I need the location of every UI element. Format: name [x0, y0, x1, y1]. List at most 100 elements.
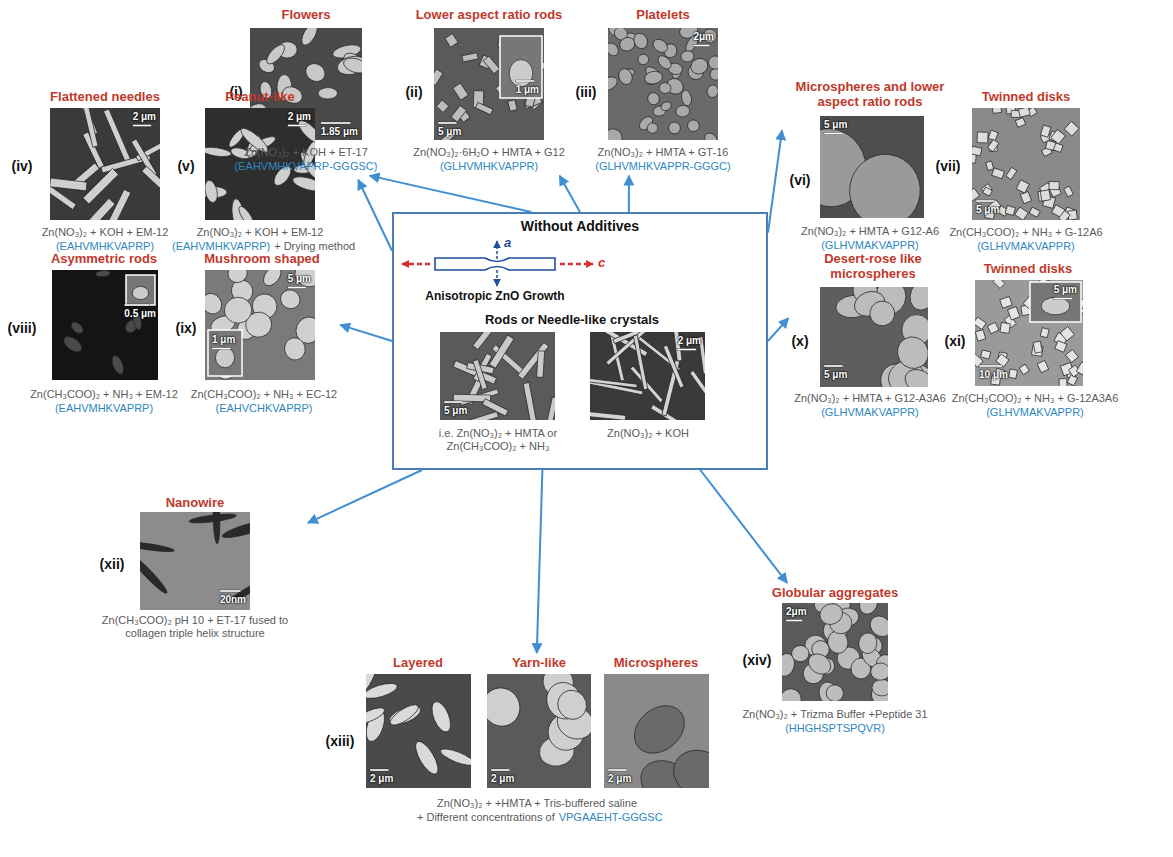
recipe-caption: Zn(NO₃)₂ + Trizma Buffer +Peptide 31 [742, 708, 927, 721]
crystal [977, 132, 988, 143]
panel-number: (xiv) [743, 652, 772, 668]
crystal [205, 146, 232, 159]
crystal-shape [663, 345, 684, 388]
crystal-shape [707, 55, 718, 70]
crystal [1029, 207, 1040, 217]
crystal [608, 41, 621, 59]
inset-image [1030, 282, 1081, 322]
crystal [299, 28, 321, 48]
scale-label: 20nm [220, 594, 246, 606]
crystal [436, 100, 448, 112]
crystal-shape [608, 126, 625, 140]
crystal [1018, 108, 1030, 117]
crystal-shape [95, 270, 110, 277]
crystal [651, 37, 670, 56]
crystal-shape [1016, 180, 1029, 193]
crystal-shape [264, 42, 288, 67]
image-ground [440, 332, 555, 420]
sem-image [820, 116, 924, 218]
process-box: Without AdditivesacAnisotropic ZnO Growt… [392, 212, 768, 470]
crystal-shape [476, 102, 494, 114]
crystal [666, 120, 682, 136]
peptide-sequence: (GLHVMAKVAPPR) [986, 406, 1084, 419]
panel-title: Flattened needles [50, 90, 160, 105]
recipe-caption: Zn(CH₃COO)₂ + NH₃ + G-12A6 [949, 226, 1102, 239]
crystal-shape [993, 280, 1005, 288]
crystal [264, 42, 288, 67]
crystal [236, 204, 256, 220]
crystal-shape [646, 91, 661, 106]
scale-bar [824, 365, 843, 367]
panel-title: Peanut-like [225, 90, 294, 105]
scale-bar [976, 200, 995, 202]
crystal [1015, 118, 1025, 128]
crystal-label: Rods or Needle-like crystals [485, 313, 659, 328]
crystal-shape [282, 336, 307, 362]
crystal [616, 67, 634, 87]
crystal [1055, 341, 1067, 353]
crystal-shape [1005, 206, 1015, 216]
crystal [487, 681, 527, 732]
crystal-shape [110, 354, 126, 376]
crystal [189, 512, 237, 524]
panel-number: (vi) [790, 172, 811, 188]
crystal [140, 540, 175, 553]
sem-panel: Asymmetric rods(viii)0.5 μmZn(CH₃COO)₂ +… [5, 249, 181, 418]
panel-title: Globular aggregates [772, 586, 898, 601]
sem-panel: Platelets(iii)2μmZn(NO₃)₂ + HMTA + GT-16… [573, 5, 734, 176]
arrow-connector [700, 470, 787, 583]
recipe-caption: + Different concentrations of [417, 811, 555, 824]
crystal-shape [872, 679, 888, 696]
arrow-connector [537, 470, 543, 653]
crystal-shape [1037, 360, 1049, 372]
crystal-shape [1020, 192, 1031, 204]
crystal [366, 680, 399, 701]
scale-bar [288, 287, 307, 289]
scale-bar [979, 365, 1002, 367]
crystal [463, 411, 499, 420]
crystal [83, 168, 119, 204]
zno-rod-schematic [435, 258, 555, 270]
crystal [1005, 206, 1015, 216]
crystal [1064, 121, 1079, 136]
crystal-shape [651, 37, 670, 56]
scale-bar [786, 620, 802, 622]
sem-image [972, 108, 1080, 220]
crystal-shape [366, 680, 399, 701]
scale-label: 1 μm [212, 334, 235, 346]
crystal-shape [856, 603, 881, 617]
crystal-shape [988, 139, 999, 151]
crystal [975, 317, 986, 329]
sem-image [205, 270, 315, 380]
sem-image [782, 603, 888, 701]
crystal-shape [992, 168, 1005, 179]
crystal [473, 359, 487, 389]
crystal [1040, 190, 1050, 201]
crystal [992, 168, 1005, 179]
crystal [590, 378, 637, 388]
panel-number: (viii) [8, 320, 37, 336]
crystal-shape [140, 553, 170, 596]
crystal-shape [463, 411, 499, 420]
panel-number: (xi) [945, 333, 966, 349]
crystal-shape [987, 322, 999, 334]
crystal-shape [225, 270, 251, 286]
panel-title: Desert-rose like microspheres [803, 252, 943, 282]
image-ground [590, 332, 705, 420]
crystal [302, 60, 328, 85]
panel-number: (xii) [100, 556, 125, 572]
crystal [453, 83, 469, 100]
image-ground [975, 280, 1083, 386]
crystal-shape [983, 187, 993, 196]
panel-number: (iii) [576, 84, 597, 100]
panel-title: Twinned disks [982, 90, 1071, 105]
crystal [791, 645, 809, 662]
crystal [1064, 186, 1074, 197]
crystal [975, 330, 985, 342]
recipe-caption: Zn(NO₃)₂ + KOH [607, 427, 689, 440]
crystal [225, 270, 251, 286]
crystal [606, 332, 653, 365]
panel-number: (ii) [405, 84, 422, 100]
crystal [428, 699, 454, 734]
